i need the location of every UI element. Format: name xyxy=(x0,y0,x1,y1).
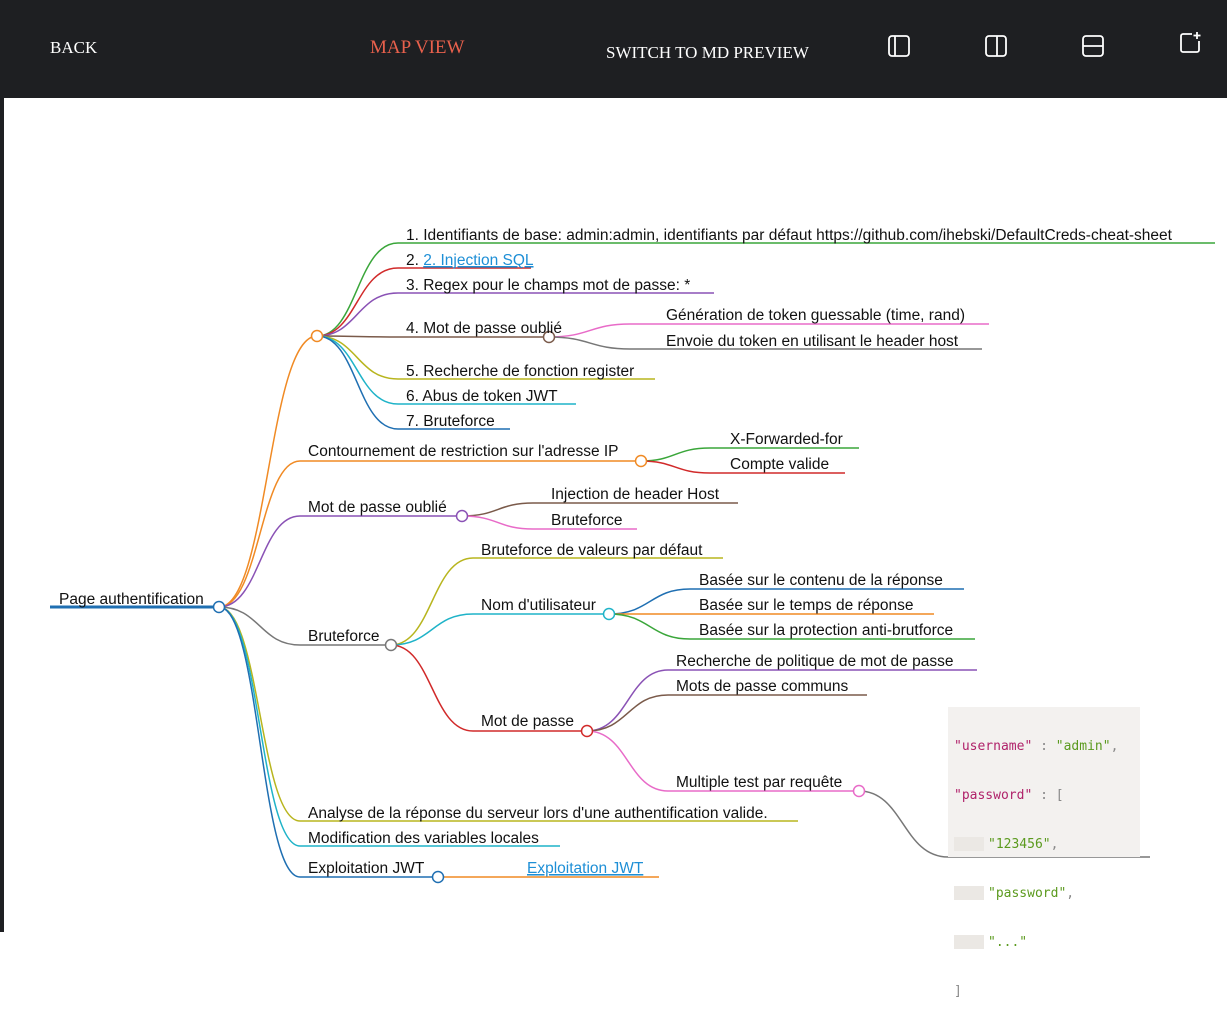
node-n1-1: 1. Identifiants de base: admin:admin, id… xyxy=(406,227,1173,244)
mind-map: Page authentification 1. Identifiants de… xyxy=(50,227,1215,884)
node-n3: Mot de passe oublié xyxy=(308,499,447,516)
node-n1-3: 3. Regex pour le champs mot de passe: * xyxy=(406,277,690,294)
node-circle-n2[interactable] xyxy=(634,454,648,468)
edge-n1-6 xyxy=(316,335,576,405)
node-n3b: Bruteforce xyxy=(551,512,623,529)
edge-n4c2 xyxy=(586,694,867,732)
node-n7: Exploitation JWT xyxy=(308,860,425,877)
edge-n4a xyxy=(390,557,723,646)
node-n1-4b: Envoie du token en utilisant le header h… xyxy=(666,333,959,350)
node-n2a: X-Forwarded-for xyxy=(730,431,843,448)
edge-n1-3 xyxy=(316,292,714,337)
edge-n4b3 xyxy=(608,613,975,640)
node-n2: Contournement de restriction sur l'adres… xyxy=(308,443,619,460)
edge-n1-4 xyxy=(316,335,549,338)
map-view-button[interactable]: MAP VIEW xyxy=(370,37,465,58)
node-n4a: Bruteforce de valeurs par défaut xyxy=(481,542,703,559)
edge-root-n1 xyxy=(218,335,318,608)
edge-n2b xyxy=(640,460,845,474)
edge-n4c3 xyxy=(586,730,859,792)
edge-n4b1 xyxy=(608,588,964,615)
node-n1-2-prefix: 2. 2. Injection SQL xyxy=(406,252,534,269)
node-n1-7: 7. Bruteforce xyxy=(406,413,495,430)
edge-n4c xyxy=(390,644,587,732)
edge-n1-4b xyxy=(548,336,982,350)
edge-root-n3 xyxy=(218,515,462,608)
node-n4c: Mot de passe xyxy=(481,713,574,730)
edge-root-n7 xyxy=(218,606,438,878)
node-n4b3: Basée sur la protection anti-brutforce xyxy=(699,622,953,639)
edge-n1-5 xyxy=(316,335,655,380)
node-n4: Bruteforce xyxy=(308,628,380,645)
code-block: "username" : "admin", "password" : [ "12… xyxy=(948,707,1140,999)
node-n1-5: 5. Recherche de fonction register xyxy=(406,363,634,380)
node-n3a: Injection de header Host xyxy=(551,486,720,503)
node-n5: Analyse de la réponse du serveur lors d'… xyxy=(308,805,768,822)
new-note-icon[interactable] xyxy=(1178,31,1204,57)
split-horizontal-icon[interactable] xyxy=(1081,34,1107,60)
edge-n1-4a xyxy=(548,323,989,338)
node-circle-n1-4[interactable] xyxy=(542,330,556,344)
node-n6: Modification des variables locales xyxy=(308,830,539,847)
node-circle-n4b[interactable] xyxy=(602,607,616,621)
node-root: Page authentification xyxy=(59,591,204,608)
node-n4b: Nom d'utilisateur xyxy=(481,597,596,614)
node-circle-n4c3[interactable] xyxy=(852,784,866,798)
node-circle-n4[interactable] xyxy=(384,638,398,652)
edge-n4c1 xyxy=(586,669,977,732)
exploitation-jwt-link[interactable]: Exploitation JWT xyxy=(527,860,644,877)
node-n4c1: Recherche de politique de mot de passe xyxy=(676,653,953,670)
sidebar-right-icon[interactable] xyxy=(984,34,1010,60)
edge-root-n2 xyxy=(218,460,641,608)
back-button[interactable]: BACK xyxy=(50,38,98,57)
edge-n1-1 xyxy=(316,242,1215,337)
node-circle-n3[interactable] xyxy=(455,509,469,523)
node-n1-6: 6. Abus de token JWT xyxy=(406,388,558,405)
node-n4b2: Basée sur le temps de réponse xyxy=(699,597,914,614)
edge-n1-2 xyxy=(316,267,531,337)
node-circle-n7[interactable] xyxy=(431,870,445,884)
switch-to-md-preview-button[interactable]: SWITCH TO MD PREVIEW xyxy=(606,43,809,62)
edge-n3b xyxy=(461,515,637,530)
node-circle-n4c[interactable] xyxy=(580,724,594,738)
node-circle-root[interactable] xyxy=(212,600,226,614)
node-n4b1: Basée sur le contenu de la réponse xyxy=(699,572,943,589)
node-n4c3: Multiple test par requête xyxy=(676,774,842,791)
node-circle-n1[interactable] xyxy=(310,329,324,343)
node-n2b: Compte valide xyxy=(730,456,829,473)
edge-root-n4 xyxy=(218,606,391,646)
node-n4c2: Mots de passe communs xyxy=(676,678,849,695)
sidebar-left-icon[interactable] xyxy=(887,34,913,60)
window-edge xyxy=(0,98,4,932)
node-n1-4: 4. Mot de passe oublié xyxy=(406,320,562,337)
edge-n1-7 xyxy=(316,335,510,430)
edge-n4b xyxy=(390,613,609,646)
edge-n4c3-code xyxy=(858,790,1150,858)
edge-n2a xyxy=(640,447,859,462)
node-n1-4a: Génération de token guessable (time, ran… xyxy=(666,307,965,324)
edge-n3a xyxy=(461,502,738,517)
injection-sql-link[interactable]: 2. Injection SQL xyxy=(423,252,534,269)
top-toolbar: BACK MAP VIEW SWITCH TO MD PREVIEW xyxy=(0,0,1227,98)
